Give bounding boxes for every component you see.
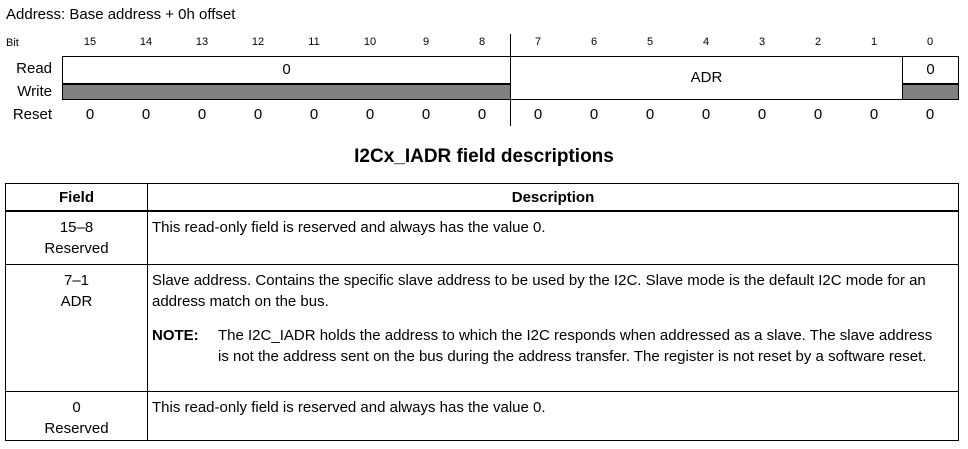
description-cell: This read-only field is reserved and alw… xyxy=(147,390,959,441)
note-block: NOTE: The I2C_IADR holds the address to … xyxy=(152,325,946,367)
field-bits: 0 xyxy=(72,398,81,416)
bit-number: 12 xyxy=(251,36,265,48)
field-adr: ADR xyxy=(510,56,903,100)
reset-value: 0 xyxy=(309,106,319,123)
field-bits: 7–1 xyxy=(63,271,90,289)
byte-divider xyxy=(510,34,511,126)
reset-value: 0 xyxy=(141,106,151,123)
register-address: Address: Base address + 0h offset xyxy=(6,6,236,23)
bit-number: 0 xyxy=(926,36,934,48)
bit-number: 7 xyxy=(534,36,542,48)
description-text: This read-only field is reserved and alw… xyxy=(152,219,546,236)
field-name: Reserved xyxy=(44,240,109,257)
reset-value: 0 xyxy=(645,106,655,123)
write-field-reserved-upper xyxy=(62,84,511,100)
reset-value: 0 xyxy=(533,106,543,123)
bit-number: 6 xyxy=(590,36,598,48)
read-field-reserved-upper: 0 xyxy=(62,56,511,84)
bit-number: 4 xyxy=(702,36,710,48)
bit-number: 8 xyxy=(478,36,486,48)
bit-number: 1 xyxy=(870,36,878,48)
read-label: Read xyxy=(16,60,52,77)
field-description-table: Field Description 15–8 Reserved This rea… xyxy=(5,183,959,441)
write-label: Write xyxy=(17,83,52,100)
bit-number: 10 xyxy=(363,36,377,48)
field-name: Reserved xyxy=(44,419,109,437)
bit-number: 3 xyxy=(758,36,766,48)
description-cell: Slave address. Contains the specific sla… xyxy=(147,263,959,392)
field-cell: 7–1 ADR xyxy=(5,263,148,392)
reset-value: 0 xyxy=(701,106,711,123)
bit-number: 15 xyxy=(83,36,97,48)
bit-number: 2 xyxy=(814,36,822,48)
field-cell: 0 Reserved xyxy=(5,390,148,441)
description-text: Slave address. Contains the specific sla… xyxy=(152,271,926,310)
field-cell: 15–8 Reserved xyxy=(5,210,148,265)
field-bits: 15–8 xyxy=(59,219,94,236)
table-row: 0 Reserved This read-only field is reser… xyxy=(5,390,959,441)
reset-value: 0 xyxy=(477,106,487,123)
bit-number: 9 xyxy=(422,36,430,48)
reset-value: 0 xyxy=(869,106,879,123)
column-header-field: Field xyxy=(5,183,148,212)
table-row: 15–8 Reserved This read-only field is re… xyxy=(5,210,959,265)
table-row: 7–1 ADR Slave address. Contains the spec… xyxy=(5,263,959,392)
reset-label: Reset xyxy=(12,106,52,123)
note-text: The I2C_IADR holds the address to which … xyxy=(218,326,933,365)
description-cell: This read-only field is reserved and alw… xyxy=(147,210,959,265)
reset-value: 0 xyxy=(365,106,375,123)
table-header-row: Field Description xyxy=(5,183,959,212)
reset-value: 0 xyxy=(421,106,431,123)
bit-number: 13 xyxy=(195,36,209,48)
column-header-description: Description xyxy=(147,183,959,212)
write-field-reserved-bit0 xyxy=(902,84,959,100)
reset-value: 0 xyxy=(85,106,95,123)
read-field-reserved-bit0: 0 xyxy=(902,56,959,84)
bit-number: 5 xyxy=(646,36,654,48)
description-text: This read-only field is reserved and alw… xyxy=(152,398,546,416)
reset-value: 0 xyxy=(253,106,263,123)
reset-value: 0 xyxy=(589,106,599,123)
table-title: I2Cx_IADR field descriptions xyxy=(354,146,614,167)
bit-label: Bit xyxy=(6,37,19,49)
bit-number: 14 xyxy=(139,36,153,48)
reset-value: 0 xyxy=(813,106,823,123)
reset-value: 0 xyxy=(757,106,767,123)
note-label: NOTE: xyxy=(152,326,199,344)
reset-value: 0 xyxy=(197,106,207,123)
field-name: ADR xyxy=(60,292,93,310)
reset-value: 0 xyxy=(925,106,935,123)
bit-number: 11 xyxy=(308,36,320,48)
